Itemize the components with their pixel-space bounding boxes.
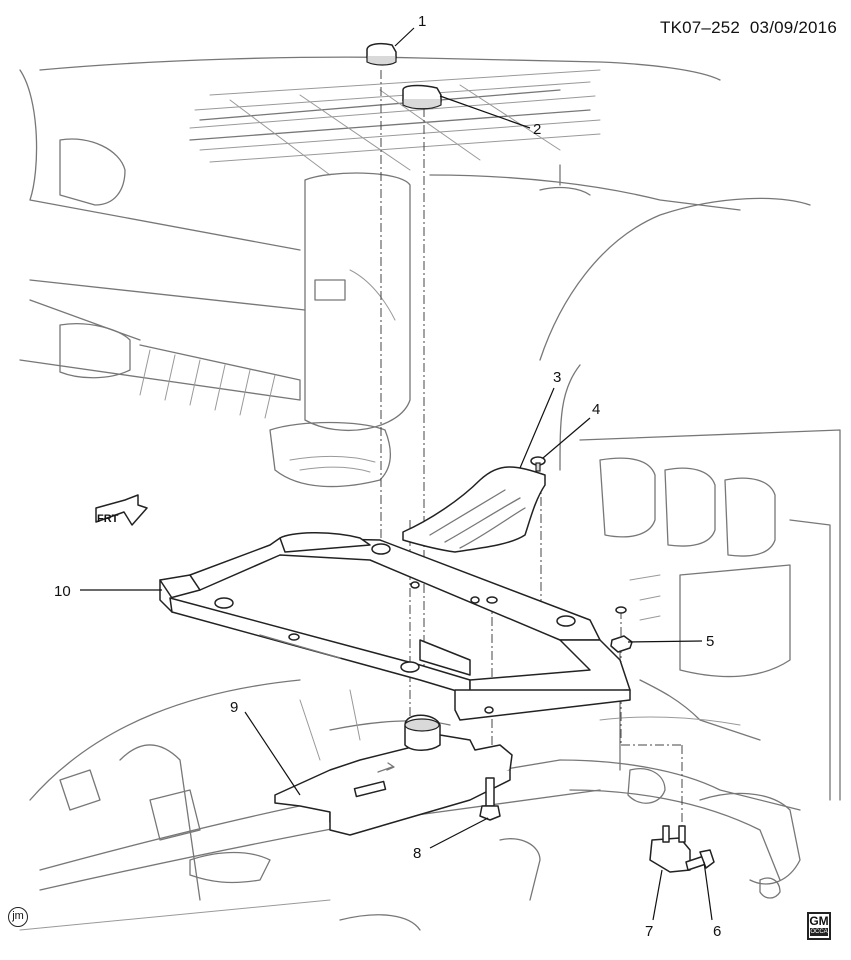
logo-subtext: OCCA bbox=[810, 928, 828, 936]
callout-8: 8 bbox=[413, 845, 421, 862]
callout-numbers: 1 2 3 4 5 6 7 8 9 10 bbox=[54, 13, 721, 940]
callout-leaders bbox=[80, 27, 713, 921]
callout-3: 3 bbox=[553, 369, 561, 386]
callout-2: 2 bbox=[533, 121, 541, 138]
callout-7: 7 bbox=[645, 923, 653, 940]
part-4-screw bbox=[530, 456, 546, 472]
callout-9: 9 bbox=[230, 699, 238, 716]
logo-brand: GM bbox=[809, 914, 829, 928]
gm-logo: GM OCCA bbox=[807, 912, 831, 940]
part-7-bracket bbox=[649, 825, 691, 873]
callout-1: 1 bbox=[418, 13, 426, 30]
part-1-cap bbox=[366, 42, 397, 66]
direction-label: FRT bbox=[97, 513, 119, 525]
part-3-shield bbox=[402, 466, 546, 553]
part-9-bracket bbox=[274, 714, 513, 836]
diagram-date: 03/09/2016 bbox=[749, 18, 837, 37]
diagram-reference-header: TK07–252 03/09/2016 bbox=[660, 18, 837, 38]
diagram-code: TK07–252 bbox=[659, 18, 741, 37]
callout-6: 6 bbox=[713, 923, 721, 940]
part-5-nut bbox=[610, 635, 633, 653]
part-8-bolt bbox=[479, 777, 501, 821]
truck-bed-background bbox=[19, 56, 841, 931]
artist-mark: jm bbox=[8, 907, 28, 927]
part-2-cap bbox=[402, 84, 442, 110]
callout-4: 4 bbox=[592, 401, 600, 418]
callout-5: 5 bbox=[706, 633, 714, 650]
front-direction-arrow: FRT bbox=[95, 494, 148, 526]
callout-10: 10 bbox=[54, 583, 71, 600]
part-10-hitch-frame bbox=[159, 532, 631, 721]
